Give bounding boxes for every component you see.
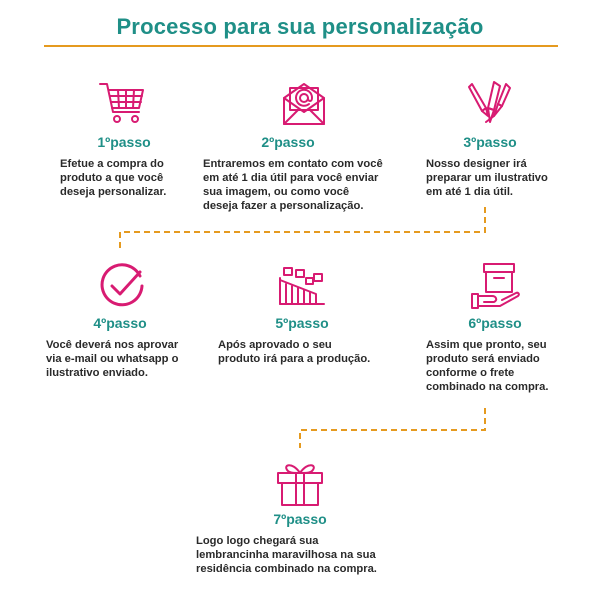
- title-underline: [44, 45, 558, 47]
- step-6-label: 6ºpasso: [468, 315, 522, 331]
- design-tools-icon: [464, 78, 516, 130]
- email-envelope-icon: [278, 78, 330, 130]
- step-5-label: 5ºpasso: [275, 315, 329, 331]
- connector-row1-to-row2: [119, 207, 486, 248]
- step-7-label: 7ºpasso: [273, 511, 327, 527]
- check-circle-icon: [96, 260, 148, 312]
- step-3-label: 3ºpasso: [463, 134, 517, 150]
- gift-box-icon: [274, 457, 326, 509]
- step-1-label: 1ºpasso: [97, 134, 151, 150]
- page-title: Processo para sua personalização: [116, 14, 484, 39]
- production-line-icon: [276, 258, 328, 310]
- box-on-hand-icon: [470, 260, 522, 312]
- step-4-label: 4ºpasso: [93, 315, 147, 331]
- step-2-label: 2ºpasso: [261, 134, 315, 150]
- connector-row2-to-row3: [299, 408, 486, 448]
- shopping-cart-icon: [97, 78, 149, 130]
